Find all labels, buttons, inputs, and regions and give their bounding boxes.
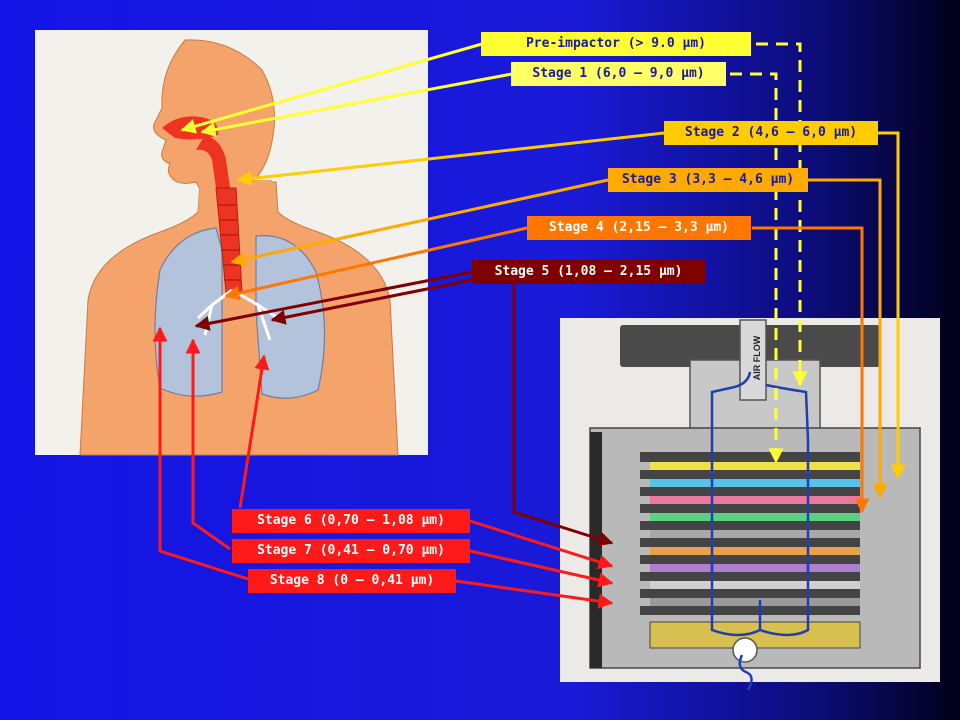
stage3-connector	[230, 178, 609, 267]
label-stage-7: Stage 7 (0,41 – 0,70 µm)	[232, 539, 470, 563]
label-pre-impactor-text: Pre-impactor (> 9.0 µm)	[525, 36, 706, 51]
label-stage-4: Stage 4 (2,15 – 3,3 µm)	[527, 216, 751, 240]
outlet-port	[732, 637, 758, 663]
label-stage-2: Stage 2 (4,6 – 6,0 µm)	[664, 121, 878, 145]
pre-impactor-connector	[180, 42, 483, 134]
label-stage-3-text: Stage 3 (3,3 – 4,6 µm)	[621, 172, 795, 187]
impactor-device: AIR FLOW	[589, 319, 921, 691]
connector-lines	[152, 42, 906, 609]
label-stage-7-text: Stage 7 (0,41 – 0,70 µm)	[257, 543, 445, 558]
pre-impactor-dashed-path	[756, 42, 808, 387]
stage1-dashed-path	[730, 72, 784, 464]
stage2-connector	[236, 131, 665, 186]
air-flow-tube	[739, 319, 767, 401]
stage6-connector	[238, 354, 270, 509]
label-stage-6-text: Stage 6 (0,70 – 1,08 µm)	[257, 513, 445, 528]
impactor-side-rod	[590, 432, 602, 668]
label-stage-8: Stage 8 (0 – 0,41 µm)	[248, 569, 456, 593]
stage4-path	[752, 226, 870, 514]
stage1-connector	[200, 72, 513, 137]
label-stage-5-text: Stage 5 (1,08 – 2,15 µm)	[494, 264, 683, 279]
stage3-path	[808, 178, 888, 499]
stage5-connector-a	[194, 270, 473, 331]
label-stage-1-text: Stage 1 (6,0 – 9,0 µm)	[532, 66, 705, 81]
label-stage-4-text: Stage 4 (2,15 – 3,3 µm)	[548, 220, 729, 235]
pharynx	[196, 135, 230, 188]
stage7-connector	[185, 338, 231, 551]
label-stage-3: Stage 3 (3,3 – 4,6 µm)	[608, 168, 808, 192]
stage5-path	[512, 284, 614, 547]
label-stage-5: Stage 5 (1,08 – 2,15 µm)	[472, 260, 705, 284]
label-pre-impactor: Pre-impactor (> 9.0 µm)	[481, 32, 751, 56]
stage7-path	[469, 549, 614, 588]
head	[153, 39, 275, 197]
stage8-connector	[152, 326, 249, 581]
trachea-rings	[218, 204, 241, 281]
stage5-connector-b	[270, 278, 473, 325]
label-stage-1: Stage 1 (6,0 – 9,0 µm)	[511, 62, 726, 86]
label-stage-8-text: Stage 8 (0 – 0,41 µm)	[269, 573, 435, 588]
stage4-connector	[224, 226, 528, 301]
label-stage-2-text: Stage 2 (4,6 – 6,0 µm)	[684, 125, 858, 140]
stage2-path	[878, 131, 906, 480]
collection-plates	[640, 452, 861, 649]
air-flow-path	[710, 371, 810, 637]
human-figure	[79, 39, 399, 456]
outlet-flow-arrow	[738, 654, 753, 691]
air-flow-text: AIR FLOW	[752, 335, 762, 380]
right-lung	[154, 227, 223, 397]
stage8-path	[455, 579, 614, 609]
label-stage-6: Stage 6 (0,70 – 1,08 µm)	[232, 509, 470, 533]
stage6-path	[469, 519, 614, 570]
